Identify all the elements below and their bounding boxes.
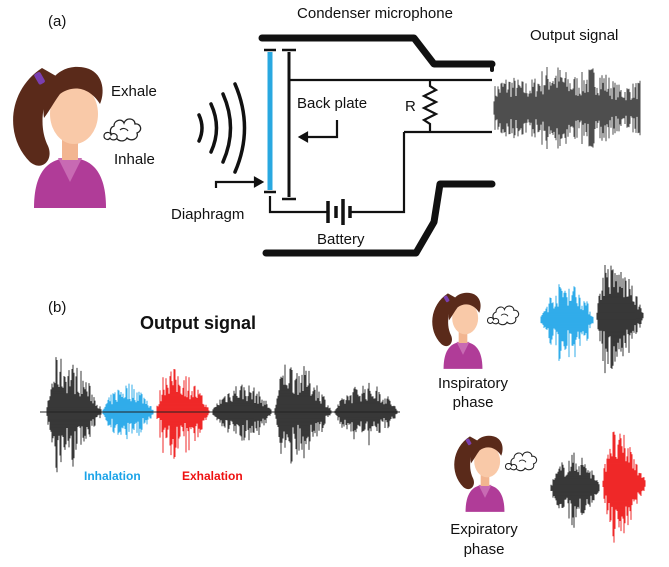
inspiratory-label-line2: phase bbox=[452, 394, 494, 411]
inspiratory-waveform bbox=[540, 265, 644, 374]
woman-avatar-icon bbox=[454, 435, 505, 512]
inspiratory-label-line1: Inspiratory bbox=[437, 375, 509, 392]
output-signal-label: Output signal bbox=[530, 27, 619, 44]
inhalation-label: Inhalation bbox=[84, 469, 141, 483]
microphone-housing bbox=[258, 34, 496, 257]
battery-label: Battery bbox=[317, 231, 365, 248]
inspiratory-phase-illustration bbox=[432, 265, 644, 374]
battery-icon bbox=[326, 199, 352, 225]
woman-avatar-icon bbox=[13, 66, 106, 208]
expiratory-label-line1: Expiratory bbox=[450, 521, 518, 538]
panel-a-label: (a) bbox=[48, 13, 67, 30]
breathing-output-waveform bbox=[40, 357, 400, 473]
exhale-label: Exhale bbox=[111, 83, 157, 100]
breath-cloud-icon bbox=[103, 118, 142, 142]
breath-cloud-icon bbox=[504, 451, 538, 472]
exhalation-label: Exhalation bbox=[182, 469, 243, 483]
breath-cloud-icon bbox=[486, 305, 520, 326]
microphone-circuit bbox=[214, 48, 492, 214]
sound-wave-icon bbox=[197, 82, 247, 174]
output-signal-waveform bbox=[493, 67, 641, 149]
woman-avatar-icon bbox=[432, 292, 483, 369]
mic-title: Condenser microphone bbox=[297, 5, 453, 22]
resistor-icon bbox=[421, 80, 439, 132]
back-plate-label: Back plate bbox=[297, 95, 368, 112]
expiratory-phase-illustration bbox=[454, 431, 646, 543]
resistor-label: R bbox=[405, 98, 416, 115]
expiratory-label-line2: phase bbox=[463, 541, 505, 558]
panel-b-title: Output signal bbox=[140, 313, 256, 333]
inhale-label: Inhale bbox=[114, 151, 155, 168]
expiratory-waveform bbox=[550, 431, 646, 543]
diaphragm-label: Diaphragm bbox=[171, 206, 245, 223]
panel-b-label: (b) bbox=[48, 299, 67, 316]
